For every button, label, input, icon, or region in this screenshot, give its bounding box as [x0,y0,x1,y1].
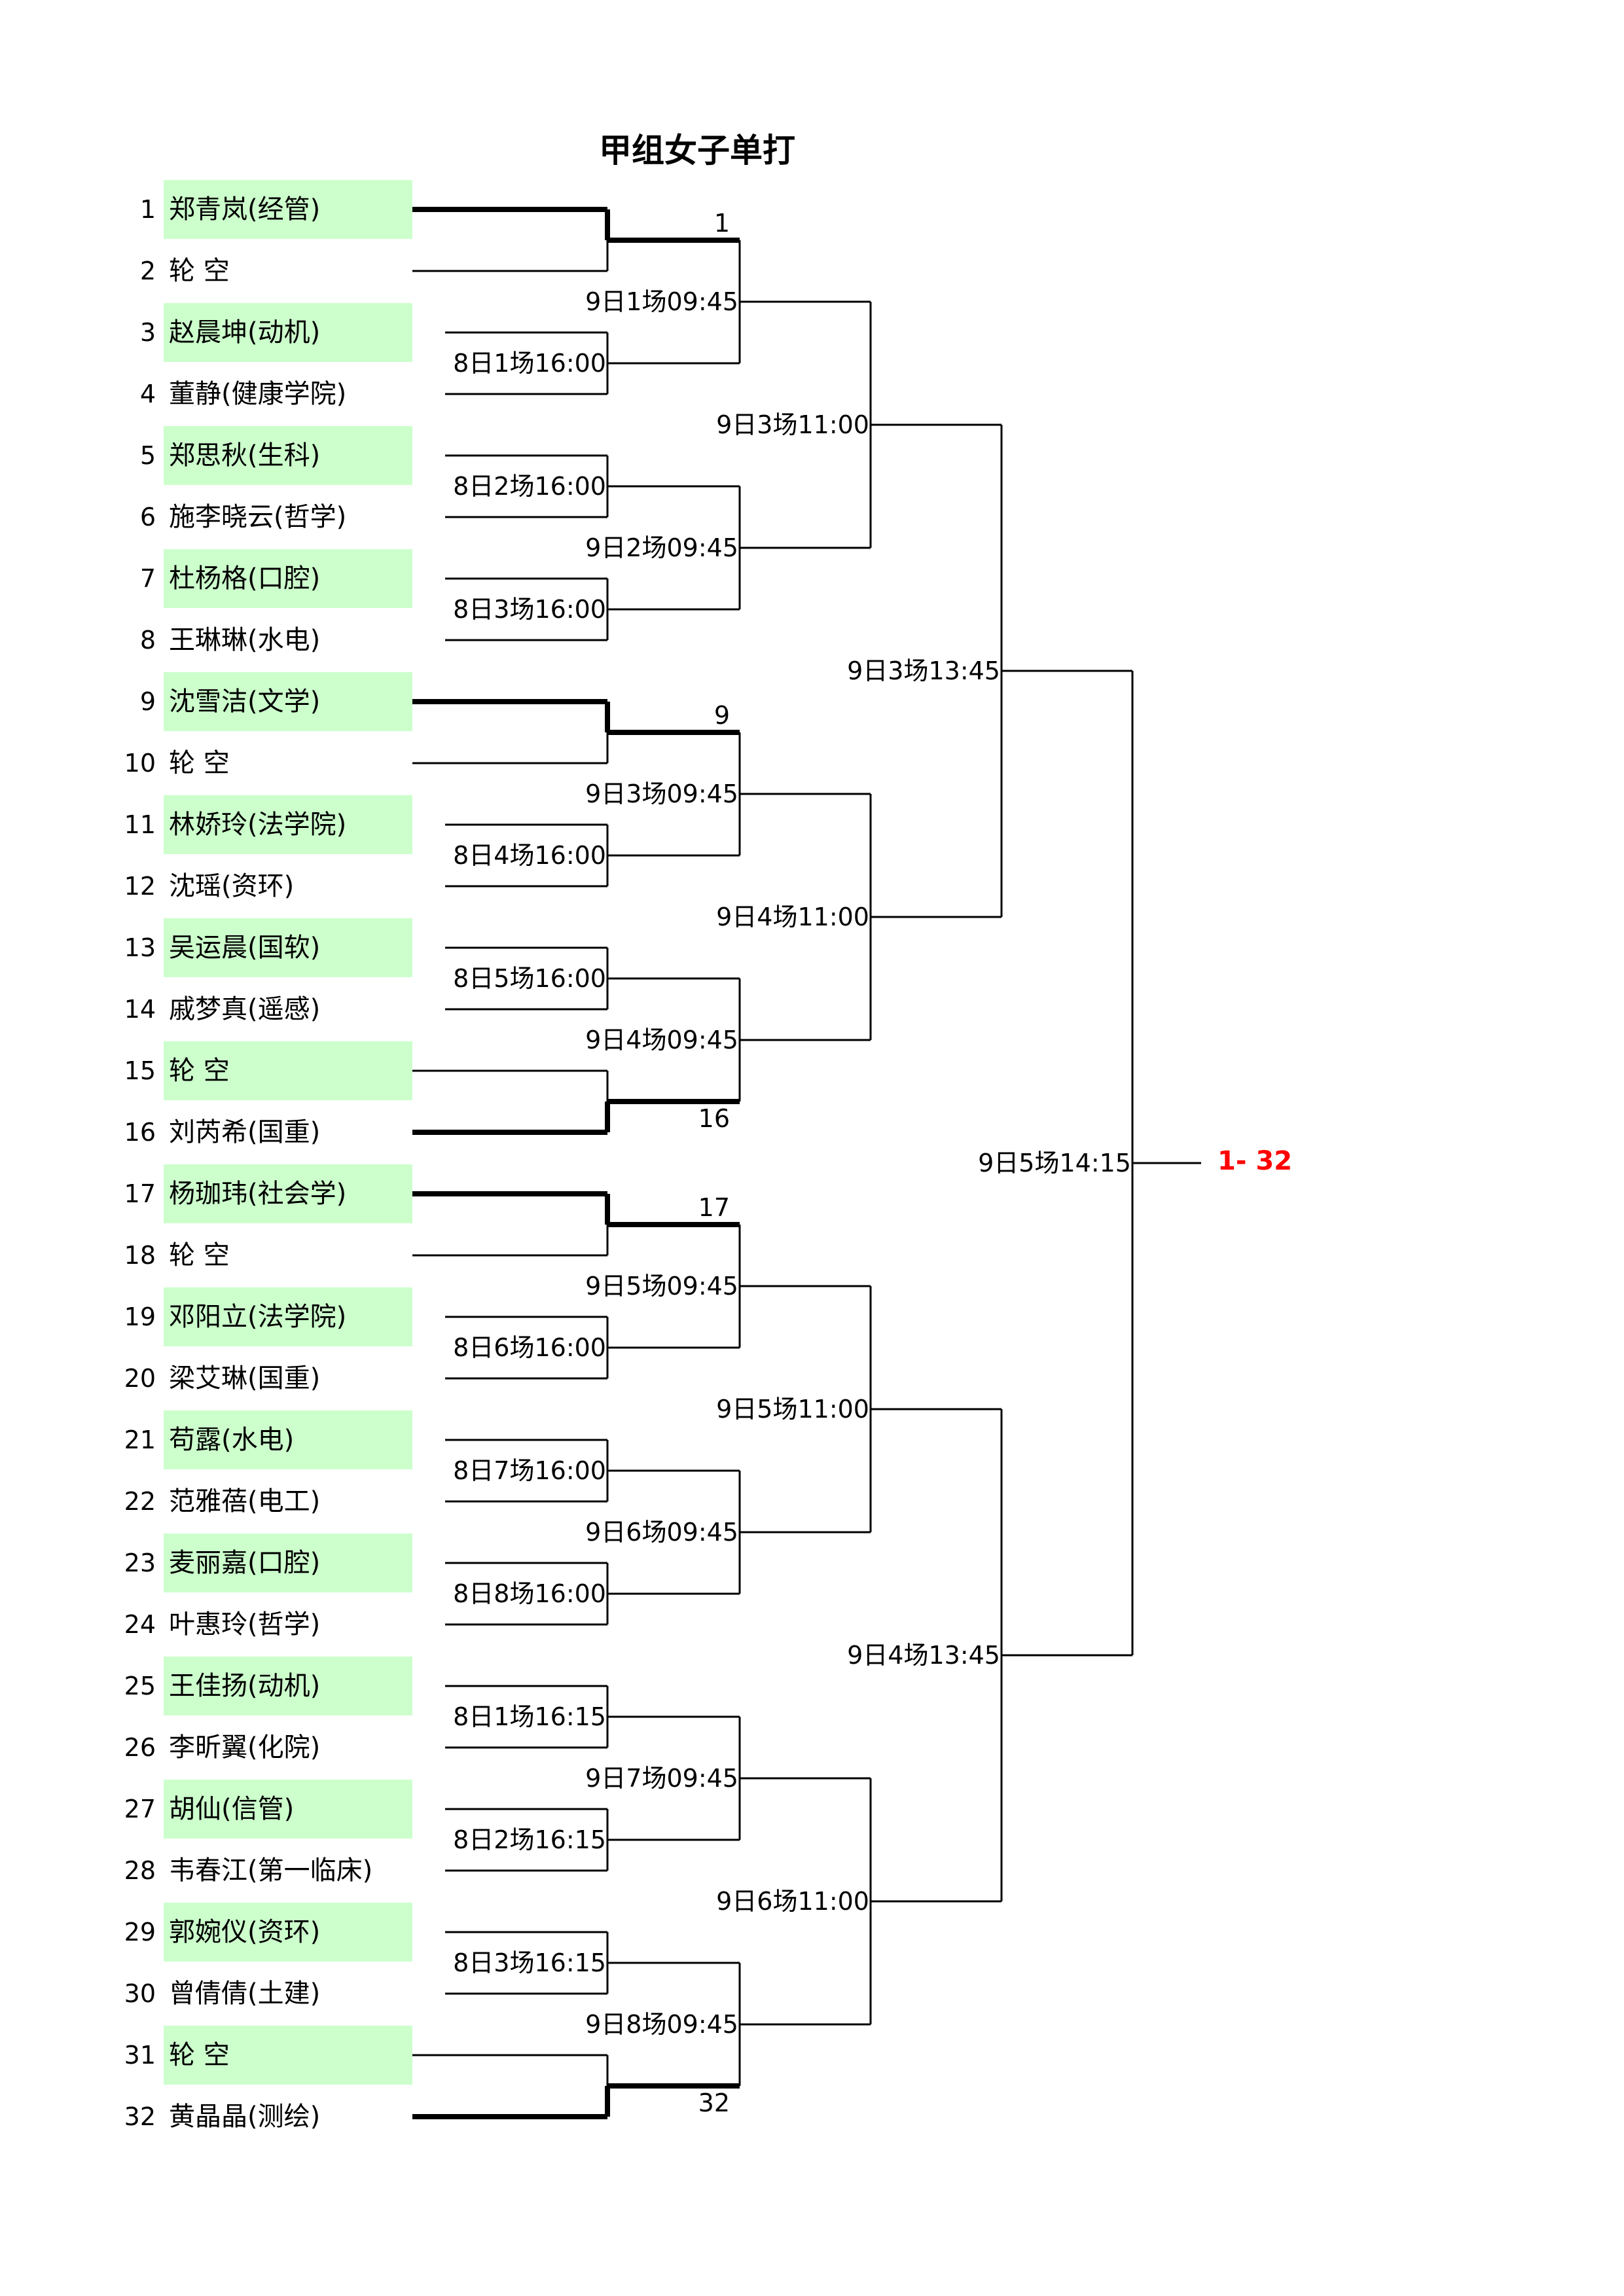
player-name: 吴运晨(国软) [164,918,412,977]
match-label: 8日2场16:15 [453,1825,606,1854]
player-name: 杨珈玮(社会学) [164,1164,412,1223]
bye-advance-number: 32 [698,2089,730,2117]
match-label: 9日3场09:45 [585,780,738,808]
match-label: 9日8场09:45 [585,2010,738,2039]
bye-advance-number: 17 [698,1193,730,1222]
player-seed: 20 [124,1364,156,1393]
player-seed: 19 [124,1302,156,1331]
player-seed: 28 [124,1856,156,1885]
player-seed: 32 [124,2102,156,2131]
player-name: 王佳扬(动机) [164,1657,412,1715]
player-seed: 1 [139,195,156,224]
player-seed: 12 [124,872,156,901]
player-seed: 26 [124,1733,156,1762]
player-seed: 17 [124,1179,156,1208]
player-name: 戚梦真(遥感) [169,994,321,1024]
player-name: 王琳琳(水电) [169,625,321,655]
player-name: 轮 空 [169,748,230,778]
player-seed: 13 [124,933,156,962]
final-result: 1- 32 [1218,1146,1293,1176]
player-seed: 15 [124,1056,156,1085]
match-label: 8日6场16:00 [453,1333,606,1362]
player-seed: 6 [139,503,156,531]
player-seed: 7 [139,564,156,593]
final-match-label: 9日5场14:15 [978,1149,1131,1177]
player-name: 轮 空 [164,1041,412,1100]
player-seed: 18 [124,1241,156,1270]
player-seed: 25 [124,1672,156,1700]
player-name: 林娇玲(法学院) [164,795,412,854]
page-title: 甲组女子单打 [599,132,795,170]
match-label: 9日4场11:00 [716,903,869,931]
player-name: 麦丽嘉(口腔) [164,1534,412,1592]
match-label: 9日2场09:45 [585,533,738,562]
player-seed: 21 [124,1426,156,1454]
player-seed: 8 [139,626,156,655]
player-name: 沈瑶(资环) [169,871,295,901]
match-label: 8日1场16:15 [453,1702,606,1731]
player-name: 郑青岚(经管) [164,180,412,239]
match-label: 9日6场11:00 [716,1887,869,1916]
player-name: 郭婉仪(资环) [164,1903,412,1962]
player-seed: 29 [124,1918,156,1946]
player-seed: 31 [124,2041,156,2070]
player-name: 刘芮希(国重) [169,1117,321,1147]
player-seed: 9 [139,687,156,716]
match-label: 9日3场13:45 [847,656,1000,685]
player-name: 黄晶晶(测绘) [169,2102,321,2132]
player-name: 郑思秋(生科) [164,426,412,485]
player-seed: 5 [139,441,156,470]
player-name: 赵晨坤(动机) [164,303,412,362]
match-label: 9日3场11:00 [716,410,869,439]
player-name: 李昕翼(化院) [169,1732,321,1763]
player-name: 苟露(水电) [164,1410,412,1469]
player-seed: 16 [124,1118,156,1147]
match-label: 8日3场16:00 [453,595,606,624]
match-label: 9日5场09:45 [585,1272,738,1300]
match-label: 8日1场16:00 [453,349,606,378]
match-label: 9日5场11:00 [716,1395,869,1424]
match-label: 9日6场09:45 [585,1518,738,1547]
player-name: 韦春江(第一临床) [169,1856,373,1886]
match-label: 8日5场16:00 [453,964,606,993]
match-label: 8日8场16:00 [453,1579,606,1608]
player-name: 施李晓云(哲学) [169,502,347,532]
player-seed: 3 [139,318,156,347]
player-seed: 10 [124,749,156,778]
player-seed: 22 [124,1487,156,1516]
player-name: 范雅蓓(电工) [169,1486,321,1516]
player-name: 杜杨格(口腔) [164,549,412,608]
player-seed: 4 [139,380,156,408]
match-label: 9日7场09:45 [585,1764,738,1793]
match-label: 9日4场09:45 [585,1026,738,1054]
player-name: 沈雪洁(文学) [164,672,412,731]
player-name: 梁艾琳(国重) [169,1363,321,1393]
player-name: 胡仙(信管) [164,1780,412,1839]
match-label: 9日4场13:45 [847,1641,1000,1670]
player-seed: 24 [124,1610,156,1639]
match-label: 8日3场16:15 [453,1948,606,1977]
player-seed: 14 [124,995,156,1024]
player-seed: 30 [124,1979,156,2008]
player-name: 轮 空 [169,256,230,286]
bye-advance-number: 1 [713,209,730,238]
player-seed: 23 [124,1549,156,1577]
player-name: 轮 空 [164,2026,412,2085]
player-name: 邓阳立(法学院) [164,1287,412,1346]
player-seed: 27 [124,1795,156,1823]
match-label: 8日7场16:00 [453,1456,606,1485]
player-name: 叶惠玲(哲学) [169,1609,321,1640]
bye-advance-number: 9 [713,701,730,730]
match-label: 8日4场16:00 [453,841,606,870]
match-label: 8日2场16:00 [453,472,606,501]
match-label: 9日1场09:45 [585,287,738,316]
player-name: 轮 空 [169,1240,230,1270]
player-name: 曾倩倩(土建) [169,1979,321,2009]
bye-advance-number: 16 [698,1104,730,1133]
player-seed: 11 [124,810,156,839]
player-seed: 2 [139,257,156,285]
player-name: 董静(健康学院) [169,379,347,409]
